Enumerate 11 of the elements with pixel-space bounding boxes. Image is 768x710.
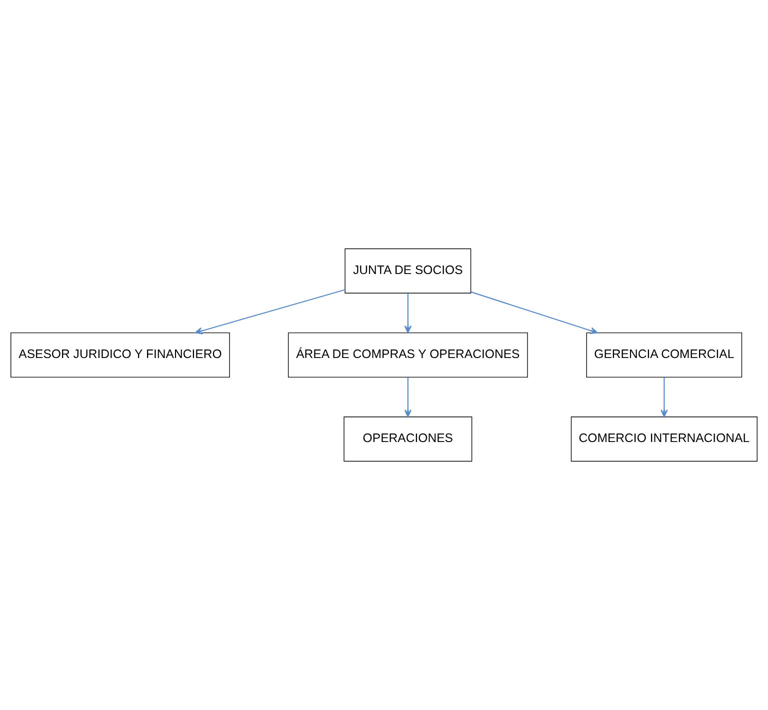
arrow xyxy=(404,377,412,418)
arrow xyxy=(470,291,598,334)
node-box: OPERACIONES xyxy=(344,416,472,462)
node-box: ASESOR JURIDICO Y FINANCIERO xyxy=(10,332,230,378)
node-box: COMERCIO INTERNACIONAL xyxy=(570,416,758,462)
node-box: JUNTA DE SOCIOS xyxy=(344,248,472,294)
node-box: GERENCIA COMERCIAL xyxy=(586,332,742,378)
arrow xyxy=(404,293,412,334)
arrow xyxy=(194,289,346,334)
arrow xyxy=(660,377,668,418)
node-box: ÁREA DE COMPRAS Y OPERACIONES xyxy=(288,332,528,378)
